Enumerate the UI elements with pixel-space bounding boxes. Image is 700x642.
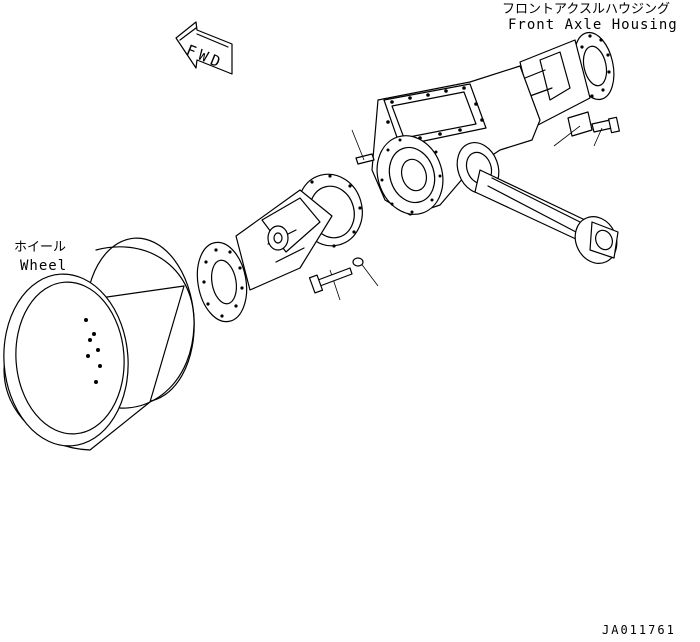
- opening-bolts: [380, 136, 442, 214]
- fwd-arrow-icon: [175, 21, 233, 75]
- front-axle-housing: [355, 31, 620, 264]
- wheel-label-japanese: ホイール: [14, 240, 67, 255]
- wheel-label-english: Wheel: [20, 258, 68, 274]
- wheel-rim: [3, 237, 195, 451]
- rim-holes: [84, 318, 102, 384]
- hub-studs: [202, 248, 244, 318]
- housing-label-japanese: フロントアクスルハウジング: [502, 2, 670, 17]
- planetary-bolts: [310, 174, 362, 248]
- drawing-code: JA011761: [602, 623, 676, 637]
- flange-bolt-holes: [577, 34, 611, 98]
- axle-final-drive: [196, 173, 364, 323]
- housing-label-english: Front Axle Housing: [508, 17, 678, 33]
